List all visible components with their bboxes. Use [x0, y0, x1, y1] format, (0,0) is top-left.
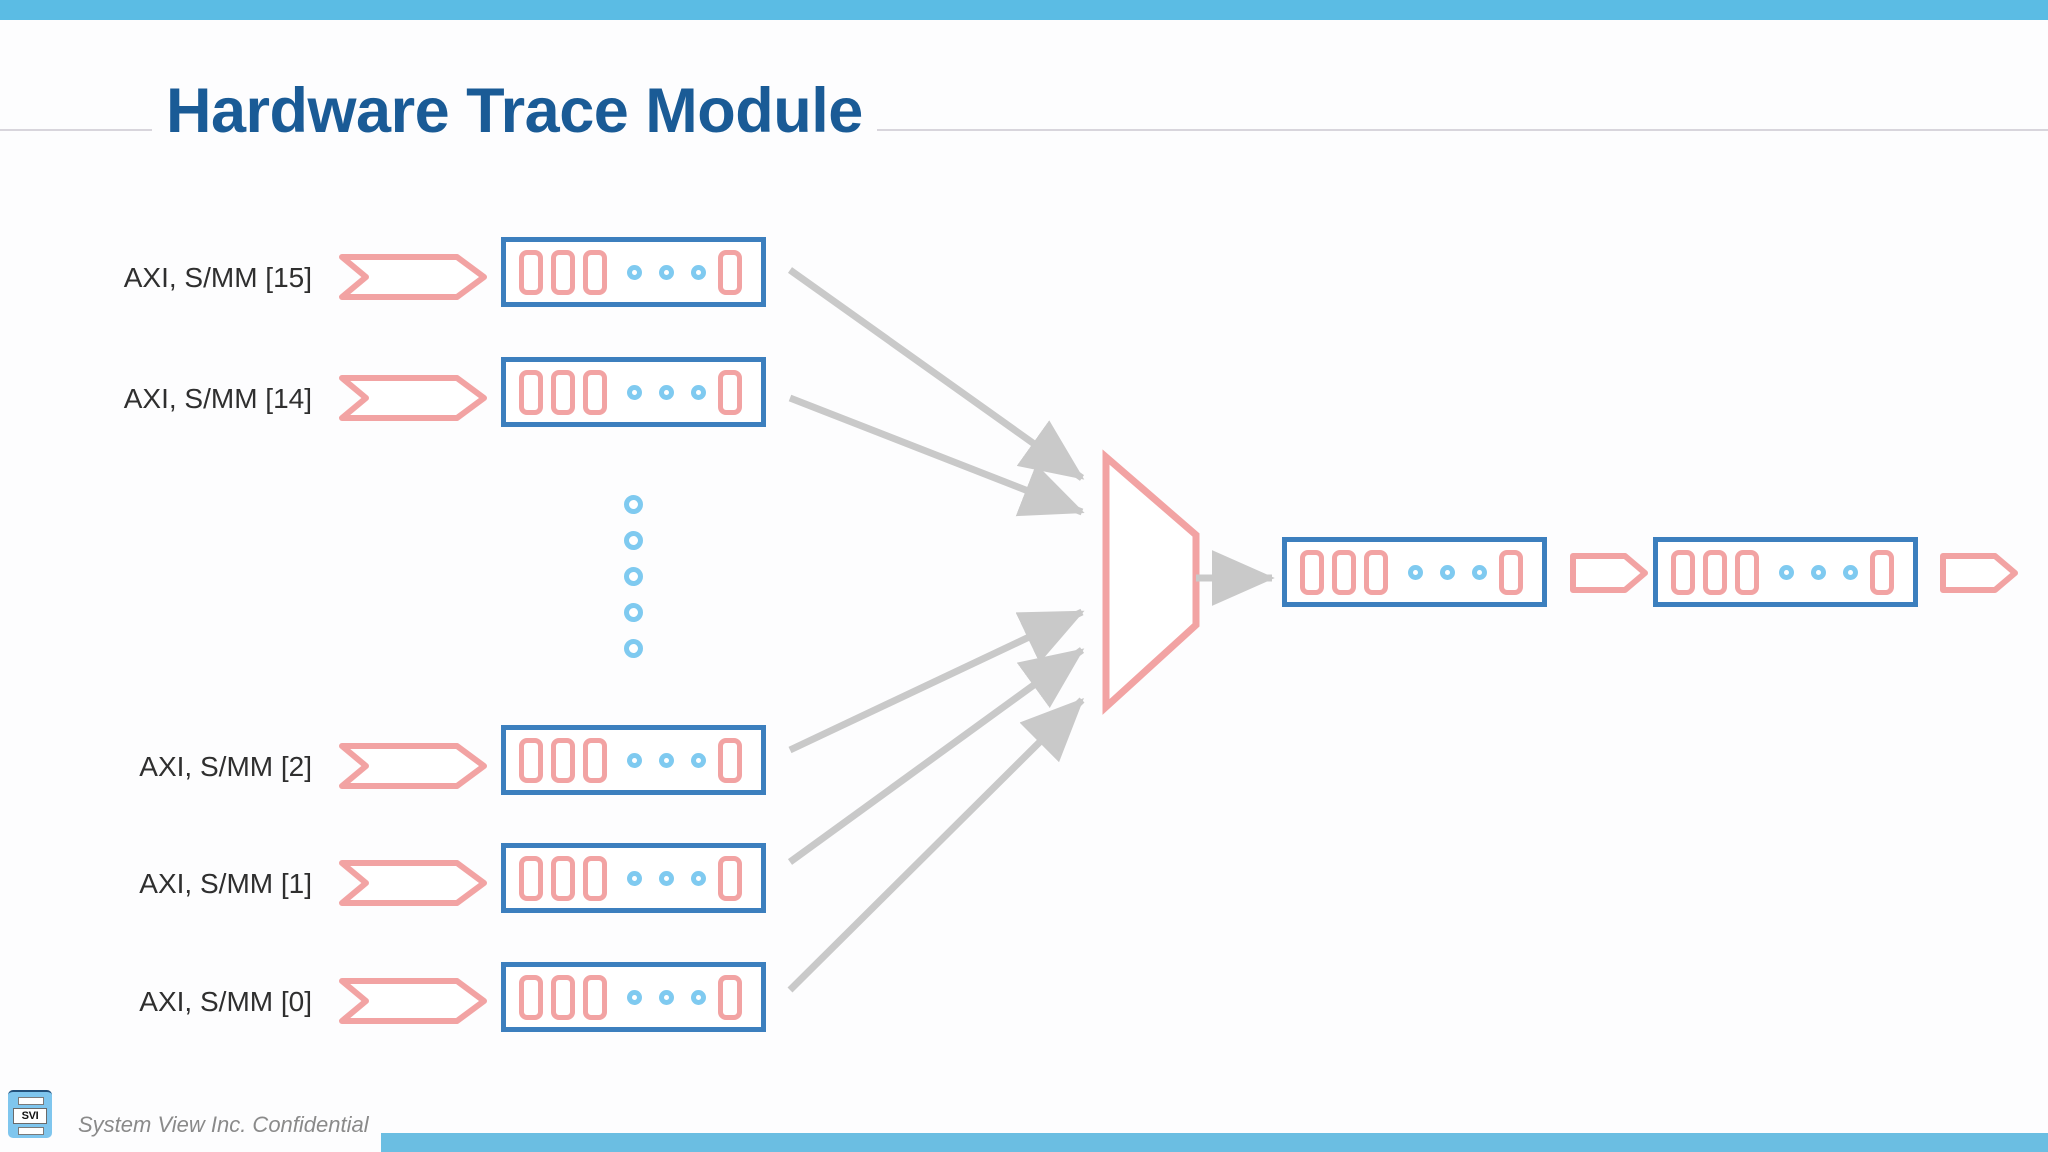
ellipsis-dot — [659, 752, 674, 768]
ellipsis-dot — [1408, 564, 1423, 580]
ellipsis-dot — [1779, 564, 1794, 580]
fifo-cell — [551, 249, 575, 295]
channel-label-14: AXI, S/MM [14] — [123, 383, 312, 414]
logo-bar-bottom — [18, 1127, 44, 1135]
ellipsis-dot — [691, 752, 706, 768]
input-chevron-0 — [339, 978, 487, 1024]
fifo-cell — [1364, 549, 1388, 595]
fifo-buffer-0 — [501, 962, 766, 1032]
fifo-cell — [583, 249, 607, 295]
ellipsis-ring — [624, 495, 643, 514]
fifo-ellipsis — [627, 870, 706, 886]
ellipsis-dot — [627, 752, 642, 768]
fifo-cell — [1300, 549, 1324, 595]
fifo-cell — [519, 855, 543, 901]
bottom-accent-bar — [381, 1133, 2048, 1152]
fifo-buffer-14 — [501, 357, 766, 427]
fifo-cell — [1671, 549, 1695, 595]
input-chevron-1 — [339, 860, 487, 906]
fifo-cell — [551, 737, 575, 783]
ellipsis-dot — [691, 870, 706, 886]
output-arrow-2 — [1940, 551, 2018, 595]
fifo-cell — [718, 737, 742, 783]
input-chevron-2 — [339, 743, 487, 789]
ellipsis-dot — [691, 989, 706, 1005]
ellipsis-ring — [624, 639, 643, 658]
ellipsis-dot — [1843, 564, 1858, 580]
top-accent-bar — [0, 0, 2048, 20]
output-fifo-2 — [1653, 537, 1918, 607]
fifo-buffer-2 — [501, 725, 766, 795]
ellipsis-dot — [1440, 564, 1455, 580]
output-arrow-1 — [1570, 551, 1648, 595]
fifo-cell — [583, 369, 607, 415]
multiplexer — [1102, 449, 1200, 715]
ellipsis-dot — [691, 384, 706, 400]
connector-fifo0-to-mux — [787, 697, 1085, 993]
ellipsis-dot — [659, 870, 674, 886]
fifo-cell — [1870, 549, 1894, 595]
fifo-cell — [718, 249, 742, 295]
fifo-cell — [551, 974, 575, 1020]
ellipsis-dot — [1811, 564, 1826, 580]
fifo-cell — [718, 974, 742, 1020]
ellipsis-ring — [624, 531, 643, 550]
channel-label-0: AXI, S/MM [0] — [139, 986, 312, 1017]
fifo-cell — [1499, 549, 1523, 595]
ellipsis-dot — [659, 989, 674, 1005]
fifo-cell — [551, 369, 575, 415]
input-chevron-14 — [339, 375, 487, 421]
ellipsis-dot — [627, 989, 642, 1005]
fifo-cell — [519, 974, 543, 1020]
fifo-buffer-15 — [501, 237, 766, 307]
channel-label-2: AXI, S/MM [2] — [139, 751, 312, 782]
fifo-cell — [718, 855, 742, 901]
fifo-cell — [519, 369, 543, 415]
ellipsis-dot — [627, 264, 642, 280]
fifo-cell — [551, 855, 575, 901]
fifo-ellipsis — [627, 752, 706, 768]
fifo-cell — [1703, 549, 1727, 595]
connector-fifo15-to-mux — [787, 267, 1085, 481]
fifo-ellipsis — [1779, 564, 1858, 580]
connector-fifo14-to-mux — [788, 394, 1085, 517]
footer-confidential-text: System View Inc. Confidential — [78, 1112, 369, 1137]
fifo-cell — [1332, 549, 1356, 595]
fifo-cell — [1735, 549, 1759, 595]
svi-logo-icon: SVI — [8, 1090, 52, 1138]
fifo-ellipsis — [1408, 564, 1487, 580]
fifo-buffer-1 — [501, 843, 766, 913]
ellipsis-ring — [624, 603, 643, 622]
fifo-cell — [583, 737, 607, 783]
fifo-cell — [519, 737, 543, 783]
logo-bar-top — [18, 1097, 44, 1105]
fifo-ellipsis — [627, 384, 706, 400]
logo-text: SVI — [13, 1108, 47, 1124]
fifo-cell — [583, 855, 607, 901]
fifo-cell — [583, 974, 607, 1020]
fifo-cell — [718, 369, 742, 415]
channel-label-1: AXI, S/MM [1] — [139, 868, 312, 899]
fifo-cell — [519, 249, 543, 295]
title-divider-rule — [0, 129, 2048, 131]
output-fifo-1 — [1282, 537, 1547, 607]
connector-fifo1-to-mux — [787, 647, 1085, 865]
fifo-ellipsis — [627, 264, 706, 280]
channel-label-15: AXI, S/MM [15] — [123, 262, 312, 293]
ellipsis-dot — [1472, 564, 1487, 580]
ellipsis-dot — [627, 384, 642, 400]
ellipsis-dot — [627, 870, 642, 886]
input-chevron-15 — [339, 254, 487, 300]
vertical-ellipsis — [624, 495, 643, 658]
fifo-ellipsis — [627, 989, 706, 1005]
page-title: Hardware Trace Module — [152, 78, 877, 144]
ellipsis-dot — [691, 264, 706, 280]
ellipsis-dot — [659, 264, 674, 280]
connector-fifo2-to-mux — [788, 608, 1085, 754]
ellipsis-dot — [659, 384, 674, 400]
ellipsis-ring — [624, 567, 643, 586]
